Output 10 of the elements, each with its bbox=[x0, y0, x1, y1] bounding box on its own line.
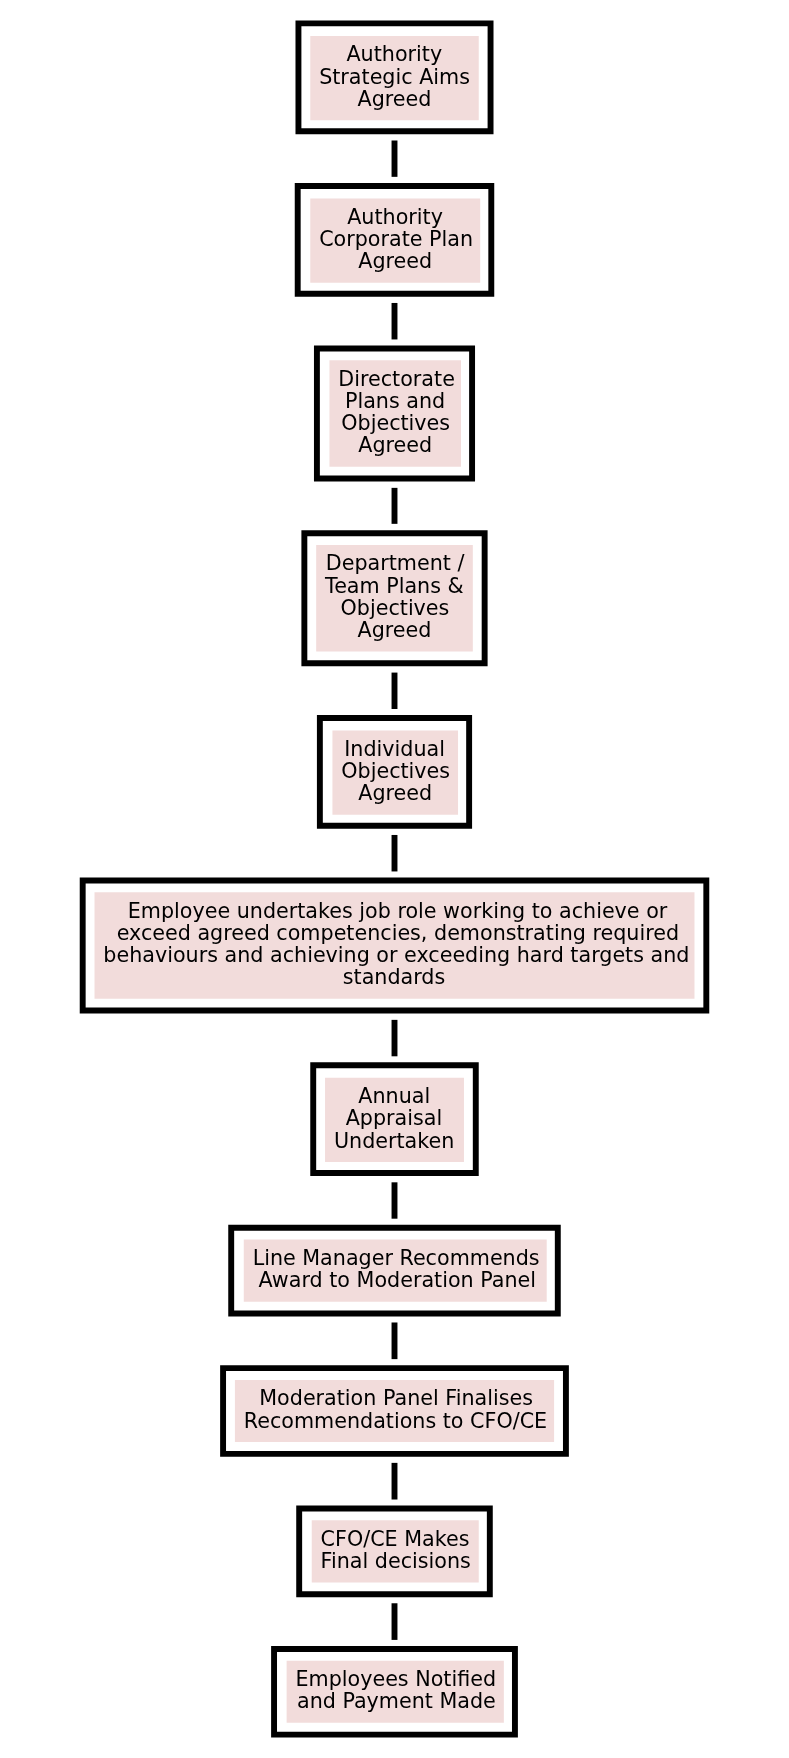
connector bbox=[391, 1462, 398, 1500]
connector bbox=[391, 1322, 398, 1360]
connector bbox=[391, 302, 398, 340]
connector bbox=[391, 672, 398, 710]
connector bbox=[391, 1603, 398, 1640]
connector bbox=[391, 1182, 398, 1219]
connector bbox=[391, 487, 398, 524]
connector bbox=[391, 140, 398, 177]
connector bbox=[391, 834, 398, 872]
connector bbox=[391, 1019, 398, 1057]
